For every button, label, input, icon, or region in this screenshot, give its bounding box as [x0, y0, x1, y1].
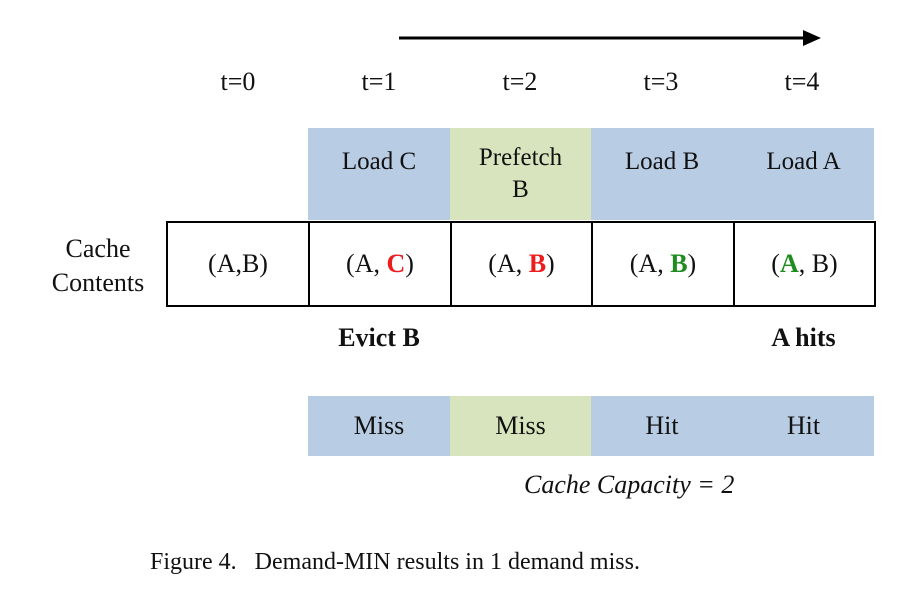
cache-value: (A,B): [208, 249, 268, 278]
operation-label-line2: B: [512, 176, 529, 203]
cache-cell-t3: (A, B): [591, 221, 735, 307]
operation-label-line1: Prefetch: [478, 144, 563, 171]
operation-load-a: Load A: [733, 128, 874, 220]
cache-value-prefix: (A,: [488, 249, 529, 278]
cache-value-suffix: ): [405, 249, 414, 278]
figure-caption: Figure 4. Demand-MIN results in 1 demand…: [150, 549, 640, 575]
result-t4: Hit: [733, 396, 874, 456]
cache-cell-t4: (A, B): [733, 221, 876, 307]
operation-label: Load A: [766, 148, 841, 175]
result-t2: Miss: [450, 396, 591, 456]
time-label-t1: t=1: [361, 67, 397, 96]
operation-load-c: Load C: [308, 128, 450, 220]
cache-item-hit: B: [670, 249, 688, 278]
time-label-t4: t=4: [784, 67, 820, 96]
cache-cell-t0: (A,B): [166, 221, 310, 307]
cache-label-line2: Contents: [51, 268, 145, 297]
evict-note: Evict B: [338, 323, 420, 352]
operation-label: Load B: [624, 148, 700, 175]
cache-cell-t1: (A, C): [308, 221, 452, 307]
time-label-t3: t=3: [643, 67, 679, 96]
cache-capacity-note: Cache Capacity = 2: [524, 470, 735, 499]
time-arrow: [399, 30, 821, 46]
cache-item-prefetched: B: [528, 249, 547, 278]
operation-prefetch-b: Prefetch B: [450, 128, 591, 220]
cache-label-line1: Cache: [65, 234, 131, 263]
operation-load-b: Load B: [591, 128, 733, 220]
cache-value-prefix: (A,: [629, 249, 671, 278]
time-label-t2: t=2: [502, 67, 538, 96]
cache-item-inserted: C: [386, 249, 406, 278]
operation-label: Load C: [341, 148, 417, 175]
cache-contents-label: Cache Contents: [30, 226, 166, 306]
cache-value-prefix: (: [771, 249, 780, 278]
cache-value-prefix: (A,: [346, 249, 387, 278]
cache-value-suffix: ): [546, 249, 555, 278]
cache-value-suffix: ): [687, 249, 697, 278]
time-label-t0: t=0: [220, 67, 256, 96]
cache-value-suffix: , B): [798, 249, 838, 278]
result-t3: Hit: [591, 396, 733, 456]
cache-cell-t2: (A, B): [450, 221, 593, 307]
cache-item-hit: A: [779, 249, 799, 278]
hit-note: A hits: [771, 323, 836, 352]
result-t1: Miss: [308, 396, 450, 456]
